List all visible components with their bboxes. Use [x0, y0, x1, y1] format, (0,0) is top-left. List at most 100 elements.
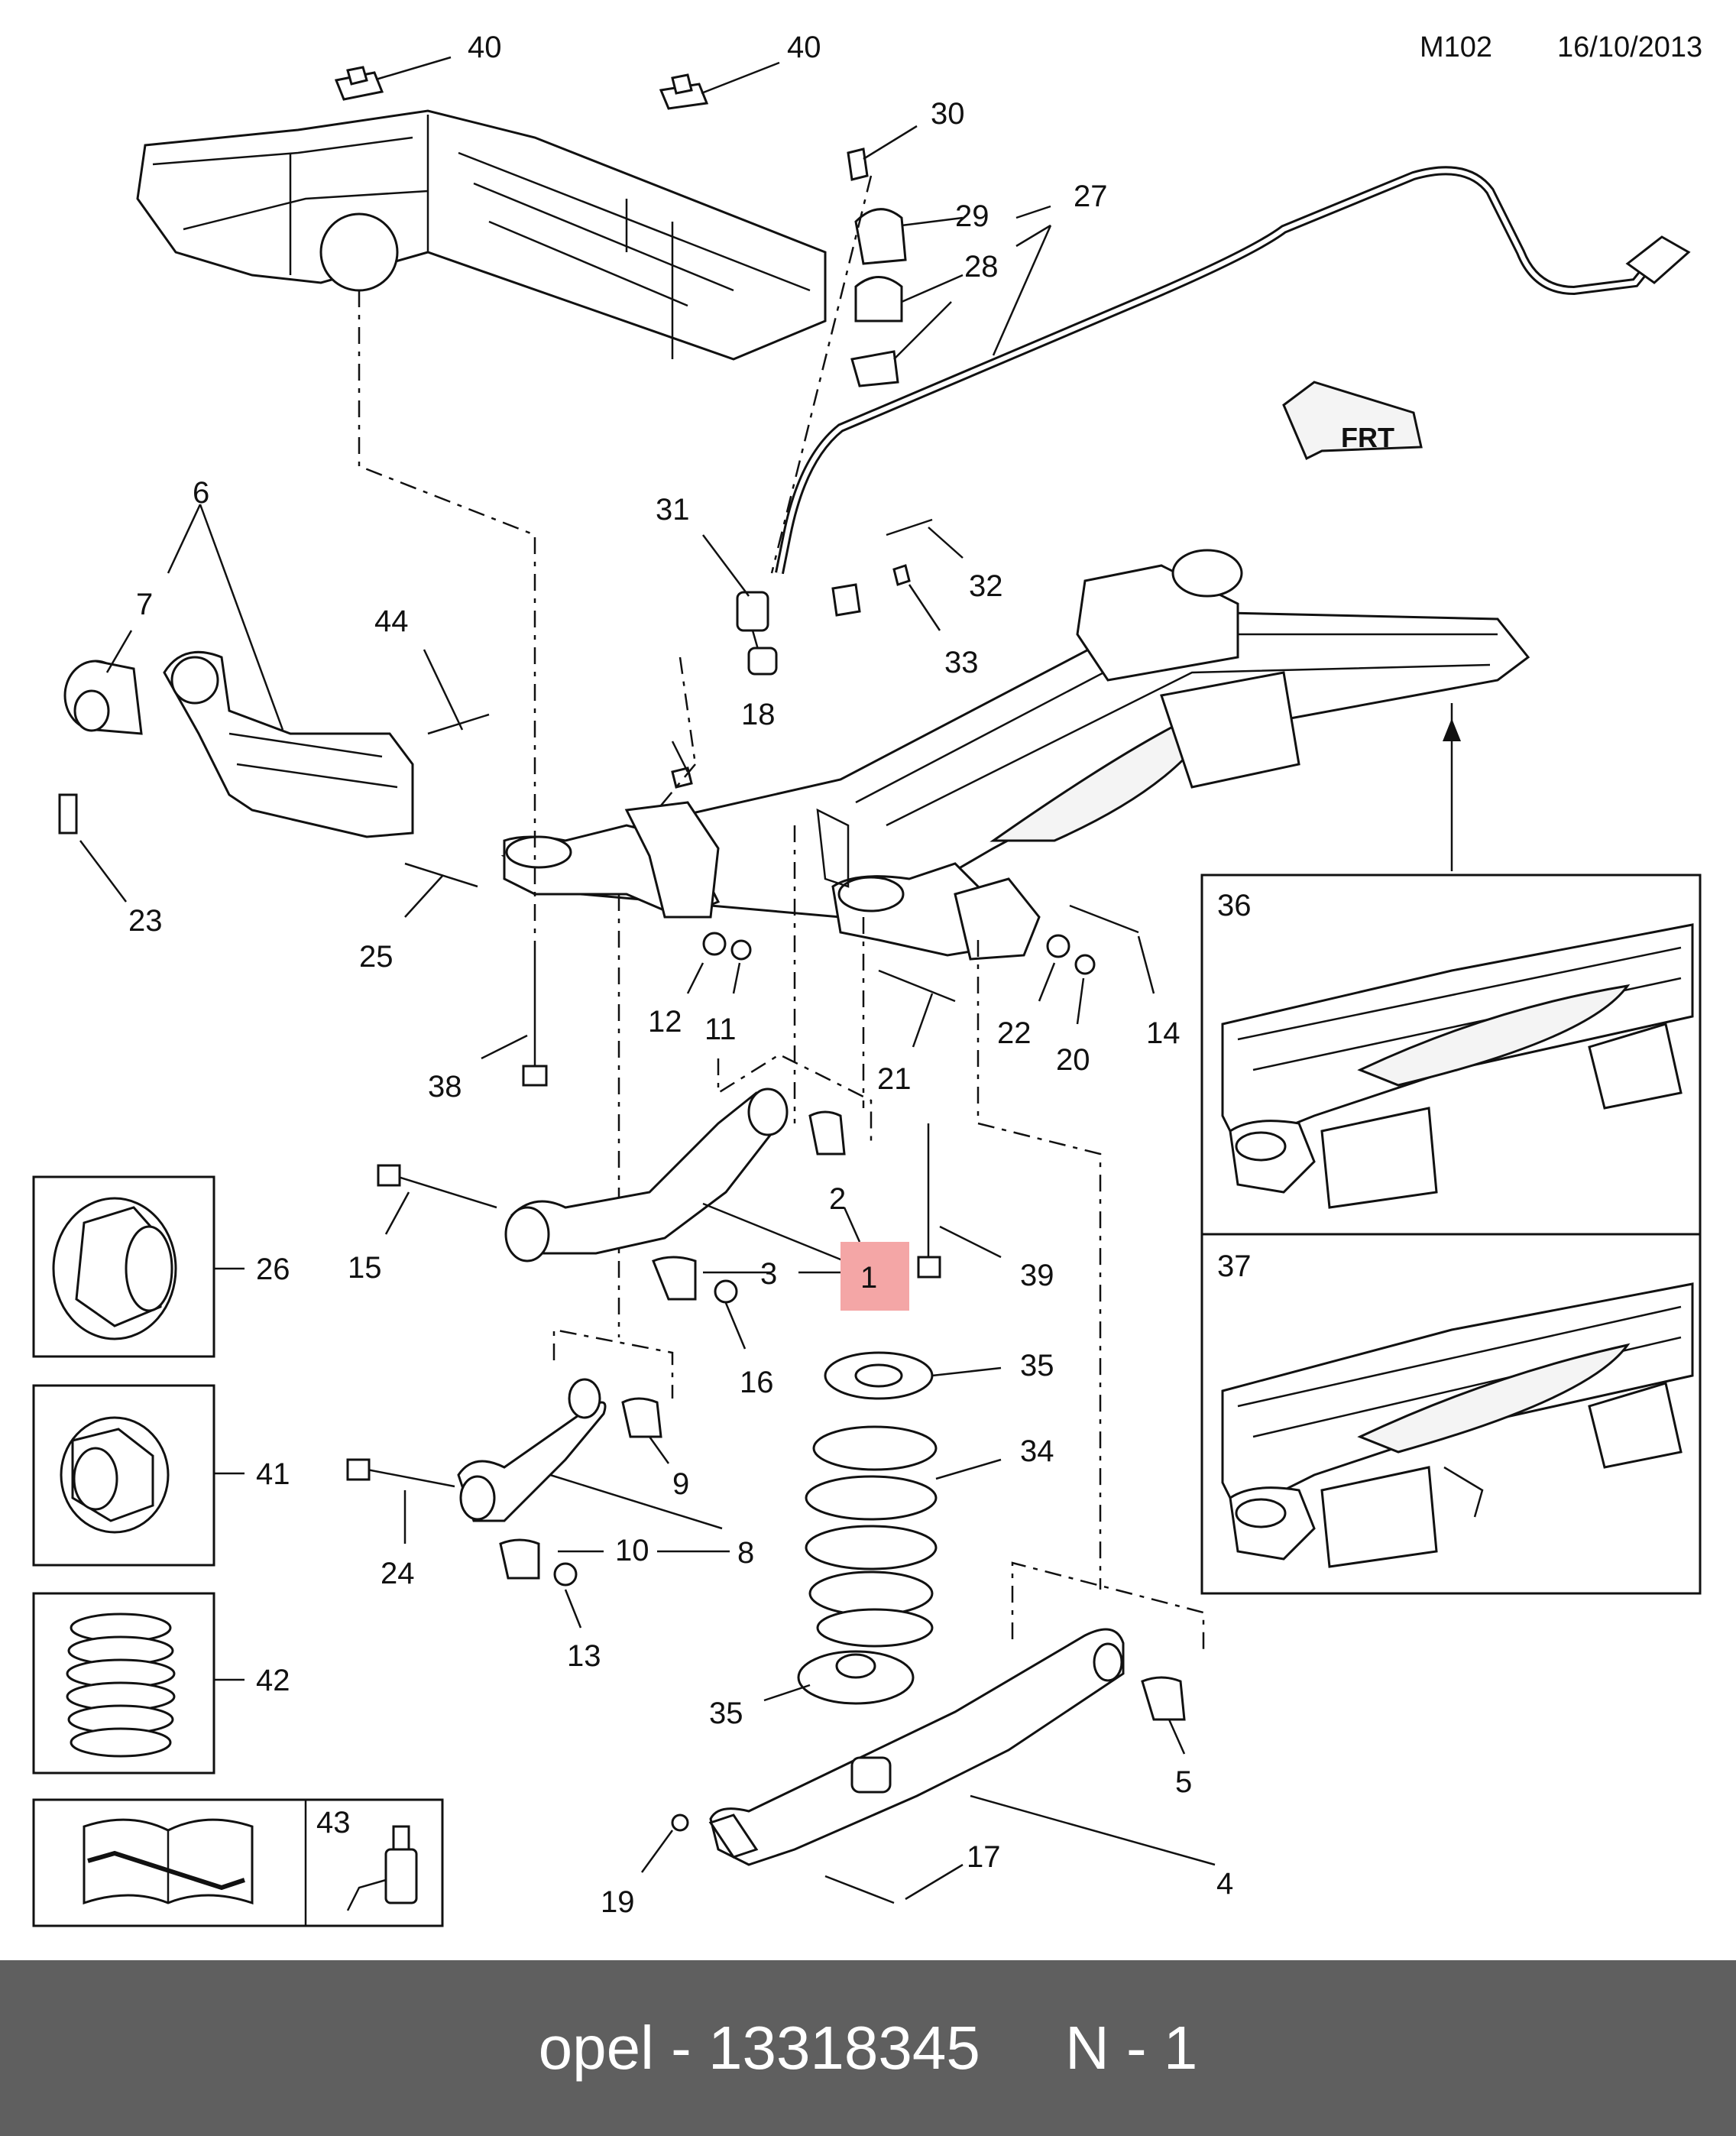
- spring-seat-lower: [797, 1650, 915, 1705]
- bolt-15-head: [377, 1164, 401, 1187]
- callout-27: 27: [1074, 180, 1108, 213]
- callout-40-a: 40: [468, 31, 502, 64]
- coil-spring: [805, 1425, 938, 1648]
- crossmember-left-end: [503, 801, 721, 919]
- inset-label-37: 37: [1217, 1250, 1252, 1283]
- callout-8: 8: [737, 1536, 754, 1570]
- bolt-32: [886, 518, 933, 536]
- callout-31: 31: [656, 493, 690, 527]
- callout-28: 28: [964, 250, 999, 284]
- lower-control-arm: [708, 1628, 1186, 1866]
- bolt-39-head: [917, 1256, 941, 1279]
- nut-33: [892, 564, 911, 586]
- nut-11: [730, 939, 752, 961]
- body-rail: [136, 109, 827, 361]
- legend-hex-nut: [32, 1384, 215, 1567]
- callout-2: 2: [829, 1182, 846, 1216]
- rear-crossmember: [500, 549, 1530, 919]
- callout-24: 24: [381, 1557, 415, 1590]
- callout-19: 19: [601, 1885, 635, 1919]
- callout-18: 18: [741, 698, 776, 731]
- bracket-2: [717, 1053, 873, 1146]
- legend-label-41: 41: [256, 1457, 290, 1491]
- bolt-23: [58, 793, 78, 835]
- callout-22: 22: [997, 1016, 1032, 1050]
- bolt-17: [824, 1875, 895, 1904]
- highlight-box: [840, 1242, 909, 1311]
- clip-nut-right: [659, 73, 709, 110]
- callout-1-highlighted: 1: [860, 1261, 877, 1295]
- bolt-18: [671, 767, 693, 789]
- clip-nut-left: [334, 66, 384, 101]
- bolt-21: [878, 969, 956, 1003]
- bolt-15: [385, 1172, 497, 1209]
- washer-12: [702, 932, 727, 956]
- bolt-44: [427, 713, 490, 735]
- upper-control-arm: [504, 1087, 846, 1304]
- legend-bellows: [32, 1592, 215, 1775]
- legend-flange-nut: [32, 1175, 215, 1358]
- trailing-arm-bracket: [163, 650, 414, 838]
- inset-36: 36: [1200, 874, 1702, 1236]
- front-direction-arrow: FRT: [1282, 381, 1423, 461]
- part-number-caption: opel - 13318345 N - 1: [538, 2014, 1198, 2082]
- callout-7: 7: [136, 588, 153, 621]
- legend-label-26: 26: [256, 1253, 290, 1286]
- stabilizer-bar: [775, 166, 1691, 575]
- legend-service-manual: [32, 1798, 444, 1927]
- diagram-code: M102: [1420, 31, 1492, 63]
- diagram-date: 16/10/2013: [1557, 31, 1702, 63]
- callout-30: 30: [931, 97, 965, 131]
- trailing-arm-bushing: [63, 660, 143, 735]
- callout-32: 32: [969, 569, 1003, 603]
- callout-14: 14: [1146, 1016, 1181, 1050]
- callout-16: 16: [740, 1366, 774, 1399]
- adhesive-tube-icon: [346, 1825, 418, 1911]
- callout-29: 29: [955, 199, 989, 233]
- washer-22: [1046, 934, 1070, 958]
- callout-44: 44: [374, 604, 409, 638]
- callout-23: 23: [128, 904, 163, 938]
- inset-label-36: 36: [1217, 889, 1252, 922]
- callout-20: 20: [1056, 1043, 1090, 1077]
- nut-20: [1074, 954, 1096, 975]
- callout-3: 3: [760, 1257, 777, 1291]
- inset-37: 37: [1200, 1233, 1702, 1595]
- bolt-24: [355, 1466, 455, 1488]
- callout-33: 33: [944, 646, 979, 679]
- callout-34: 34: [1020, 1434, 1054, 1468]
- callout-4: 4: [1216, 1867, 1233, 1901]
- callout-10: 10: [615, 1534, 649, 1567]
- footer-bar: opel - 13318345 N - 1: [0, 1960, 1736, 2136]
- crossmember-mid-bracket: [816, 808, 850, 888]
- exploded-parts-diagram: M102 16/10/2013 40 40 30 29 27 28: [32, 31, 1702, 1927]
- callout-35-lower: 35: [709, 1697, 743, 1730]
- callout-21: 21: [877, 1062, 912, 1096]
- stabilizer-link: [736, 583, 861, 676]
- crossmember-right-end: [831, 862, 1041, 961]
- callout-15: 15: [348, 1251, 382, 1285]
- callout-5: 5: [1175, 1765, 1192, 1799]
- callout-40-b: 40: [787, 31, 821, 64]
- bolt-25: [404, 862, 478, 888]
- callout-25: 25: [359, 940, 394, 974]
- legend-label-42: 42: [256, 1664, 290, 1697]
- bolt-38-head: [522, 1065, 548, 1087]
- legend-label-43: 43: [316, 1806, 351, 1839]
- bolt-24-head: [346, 1458, 371, 1481]
- callout-6: 6: [193, 476, 209, 510]
- callout-17: 17: [967, 1840, 1001, 1874]
- bolt-14: [1069, 904, 1139, 934]
- callout-9: 9: [672, 1467, 689, 1501]
- callout-39: 39: [1020, 1259, 1054, 1292]
- lower-link-arm: [457, 1378, 662, 1587]
- bolt-30: [847, 147, 869, 181]
- direction-label: FRT: [1341, 422, 1394, 453]
- callout-13: 13: [567, 1639, 601, 1673]
- callout-11: 11: [704, 1013, 737, 1046]
- callout-35-upper: 35: [1020, 1349, 1054, 1382]
- washer-19: [671, 1813, 689, 1832]
- callout-12: 12: [648, 1005, 682, 1039]
- callout-38: 38: [428, 1070, 462, 1104]
- spring-seat-upper: [824, 1351, 934, 1400]
